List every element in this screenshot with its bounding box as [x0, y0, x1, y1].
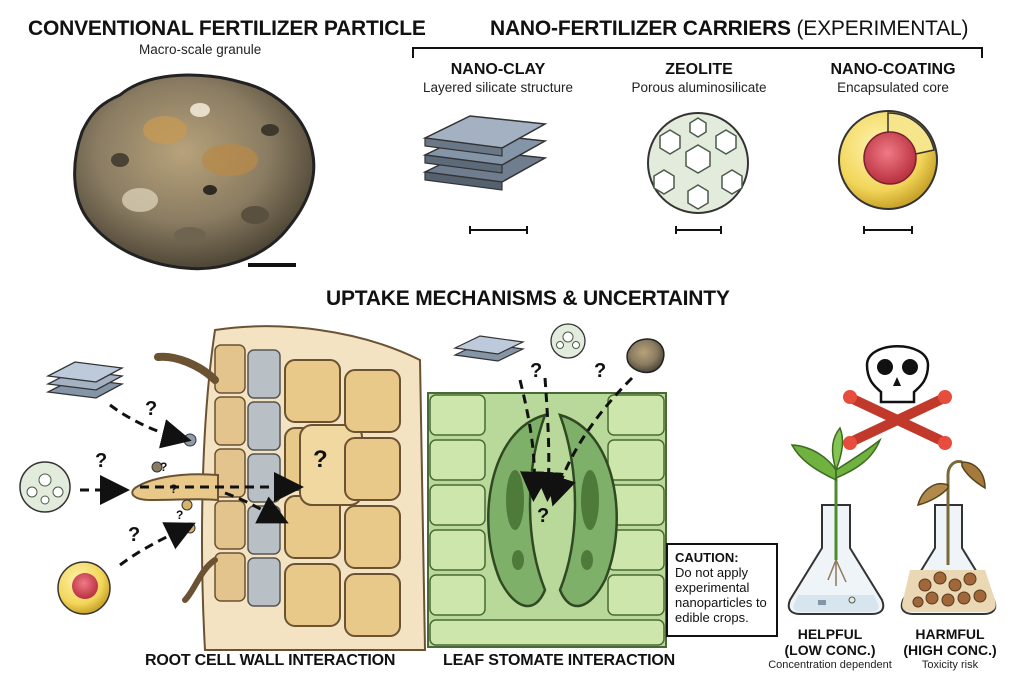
unknown-marker: ?	[160, 460, 168, 474]
conventional-title: CONVENTIONAL FERTILIZER PARTICLE	[28, 17, 426, 40]
unknown-marker: ?	[170, 482, 178, 496]
carriers-bracket	[412, 47, 983, 58]
carrier-desc-nano-coating: Encapsulated core	[837, 80, 949, 95]
wilted-plant-flask-icon	[900, 460, 997, 615]
nano-clay-icon	[45, 361, 125, 399]
unknown-marker: ?	[313, 446, 328, 473]
carrier-name-nano-coating: NANO-COATING	[830, 61, 956, 78]
zeolite-icon	[19, 461, 71, 513]
nano-clay-icon	[452, 335, 526, 362]
leaf-stomate-illustration	[427, 392, 667, 648]
fertilizer-granule-icon	[73, 73, 316, 271]
scale-bar	[469, 226, 528, 234]
leaf-panel-label: LEAF STOMATE INTERACTION	[443, 652, 675, 669]
helpful-title: HELPFUL	[797, 626, 863, 642]
unknown-marker: ?	[95, 450, 108, 472]
skull-crossbones-icon	[843, 345, 952, 450]
nano-coating-icon	[838, 110, 938, 210]
nano-carriers-title-suffix: (EXPERIMENTAL)	[796, 17, 969, 40]
helpful-subtitle: (LOW CONC.)	[784, 642, 876, 658]
zeolite-icon	[550, 323, 586, 359]
conventional-subtitle: Macro-scale granule	[139, 42, 262, 57]
unknown-marker: ?	[594, 360, 607, 382]
uptake-arrows-root	[80, 403, 304, 567]
unknown-marker: ?	[128, 524, 141, 546]
nano-clay-icon	[422, 115, 548, 191]
unknown-marker: ?	[176, 508, 184, 522]
fertilizer-granule-icon	[626, 338, 665, 374]
uptake-arrows-leaf	[518, 376, 634, 507]
carrier-name-nano-clay: NANO-CLAY	[450, 61, 546, 78]
uptake-title: UPTAKE MECHANISMS & UNCERTAINTY	[326, 287, 730, 310]
unknown-marker: ?	[537, 505, 550, 527]
scale-bar	[675, 226, 722, 234]
unknown-marker: ?	[145, 398, 158, 420]
harmful-subtitle: (HIGH CONC.)	[903, 642, 997, 658]
caution-heading: CAUTION:	[675, 550, 739, 565]
nano-carriers-title-main: NANO-FERTILIZER CARRIERS	[490, 17, 791, 40]
root-panel-label: ROOT CELL WALL INTERACTION	[145, 652, 396, 669]
healthy-plant-flask-icon	[787, 426, 885, 615]
zeolite-icon	[647, 112, 749, 214]
nano-coating-icon	[57, 561, 111, 615]
harmful-note: Toxicity risk	[921, 659, 979, 671]
carrier-desc-zeolite: Porous aluminosilicate	[631, 80, 767, 95]
carrier-desc-nano-clay: Layered silicate structure	[422, 80, 574, 95]
carrier-name-zeolite: ZEOLITE	[665, 61, 733, 78]
caution-box: CAUTION: Do not apply experimental nanop…	[666, 543, 778, 637]
nano-carriers-title: NANO-FERTILIZER CARRIERS (EXPERIMENTAL)	[490, 17, 969, 41]
caution-text: Do not apply experimental nanoparticles …	[675, 565, 767, 625]
helpful-note: Concentration dependent	[768, 659, 892, 671]
harmful-title: HARMFUL	[915, 626, 985, 642]
scale-bar	[863, 226, 913, 234]
unknown-marker: ?	[530, 360, 543, 382]
